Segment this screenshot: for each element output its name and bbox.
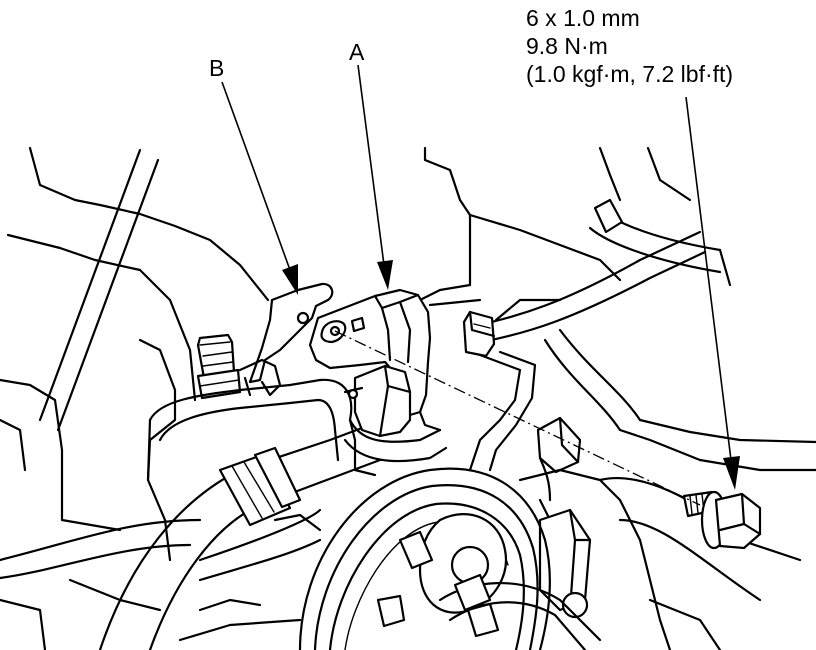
pointer-b [221, 81, 298, 295]
pipe-union-fitting [343, 364, 412, 438]
torque-nm-text: 9.8 N·m [526, 33, 608, 59]
callout-label-a: A [349, 39, 365, 65]
bolt-size-text: 6 x 1.0 mm [526, 5, 640, 31]
left-hose-cap [196, 333, 242, 400]
pointer-a [357, 64, 393, 290]
right-fitting-cap [462, 310, 496, 358]
bolt-centerline [334, 330, 701, 506]
pump-pulley [298, 467, 552, 650]
lower-bracket-strap [438, 573, 602, 650]
return-line-loop [146, 378, 377, 562]
pointer-bolt [685, 96, 740, 490]
pump-hose-right [468, 328, 816, 502]
upper-right-hose [588, 198, 732, 287]
main-hose-left [98, 423, 382, 650]
pressure-line-right [478, 230, 707, 343]
callout-label-b: B [209, 55, 224, 81]
lower-right-machinery [518, 468, 802, 650]
torque-alt-units-text: (1.0 kgf·m, 7.2 lbf·ft) [526, 61, 733, 87]
misc-detail-lines [178, 513, 322, 642]
upper-housing-outline [418, 146, 692, 307]
lower-left-tube [0, 508, 322, 582]
diagonal-rod [38, 148, 160, 432]
bracket-b [238, 282, 334, 397]
flange-bolt [682, 490, 762, 550]
